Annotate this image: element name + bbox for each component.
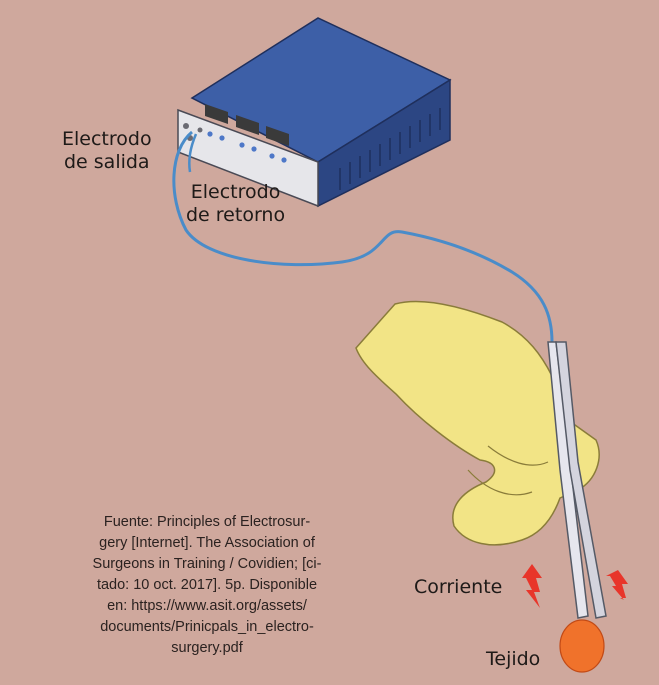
current-arrow-right: [606, 570, 628, 600]
glove-hand: [355, 300, 600, 546]
display-window-1: [205, 104, 228, 124]
source-line-6: documents/Prinicpals_in_electro-: [100, 619, 314, 635]
generator-front-panel: [177, 108, 319, 208]
electrosurgical-generator: [177, 17, 452, 208]
return-electrode-line-2: de retorno: [186, 204, 286, 226]
tissue-label: Tejido: [486, 648, 541, 670]
current-arrow-left: [522, 564, 542, 608]
current-label: Corriente: [414, 576, 503, 598]
source-line-5: en: https://www.asit.org/assets/: [107, 598, 307, 614]
source-line-1: Fuente: Principles of Electrosur-: [103, 514, 311, 530]
return-cable-stub: [188, 133, 198, 173]
source-line-7: surgery.pdf: [171, 640, 243, 656]
electrode-cable: [172, 130, 554, 343]
bipolar-forceps: [547, 341, 607, 619]
source-line-4: tado: 10 oct. 2017]. 5p. Disponible: [96, 577, 318, 593]
glove-finger-lines: [467, 445, 549, 496]
tissue-blob: [559, 619, 605, 673]
display-window-2: [236, 115, 259, 135]
output-electrode-line-2: de salida: [63, 151, 150, 173]
source-line-3: Surgeons in Training / Covidien; [ci-: [92, 556, 322, 572]
return-electrode-line-1: Electrodo: [190, 181, 281, 203]
source-line-2: gery [Internet]. The Association of: [99, 535, 315, 551]
display-window-3: [266, 126, 289, 146]
output-electrode-line-1: Electrodo: [62, 128, 152, 150]
panel-buttons: [207, 131, 287, 163]
return-electrode-label: Electrodo de retorno: [186, 181, 285, 227]
source-citation: Fuente: Principles of Electrosur- gery […: [52, 512, 362, 659]
generator-vents: [339, 108, 441, 190]
forceps-right-arm: [555, 341, 607, 619]
output-electrode-label: Electrodo de salida: [62, 128, 152, 174]
